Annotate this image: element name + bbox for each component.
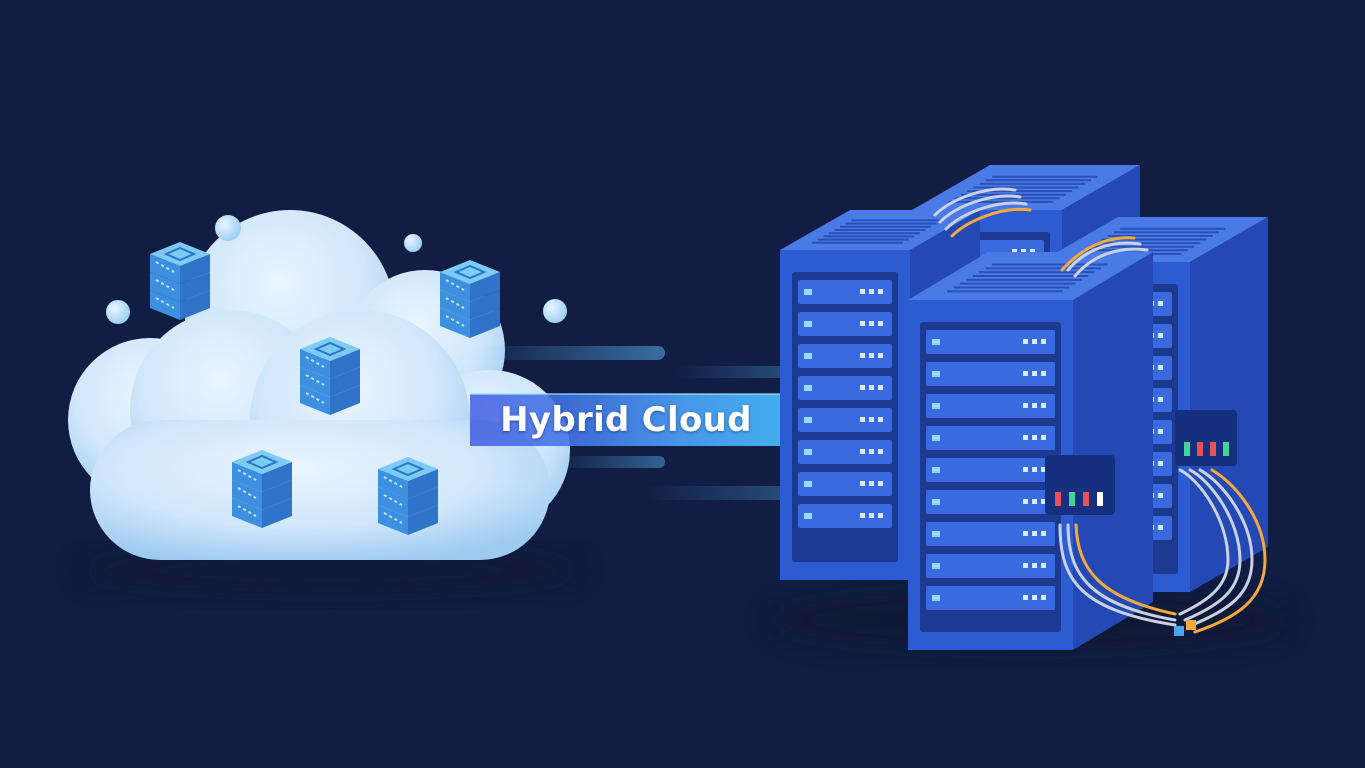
server-stack-icon xyxy=(150,242,210,320)
on-premises-servers xyxy=(770,165,1290,650)
cloud-server-icons xyxy=(150,242,500,535)
cloud-bubbles xyxy=(106,215,567,324)
rack-status-panel xyxy=(1045,410,1237,515)
network-cables-icon xyxy=(933,187,1267,636)
public-cloud xyxy=(68,210,580,592)
server-stack-icon xyxy=(378,457,438,535)
server-stack-icon xyxy=(300,337,360,415)
server-rack-icon xyxy=(908,252,1153,650)
server-stack-icon xyxy=(232,450,292,528)
server-stack-icon xyxy=(440,260,500,338)
